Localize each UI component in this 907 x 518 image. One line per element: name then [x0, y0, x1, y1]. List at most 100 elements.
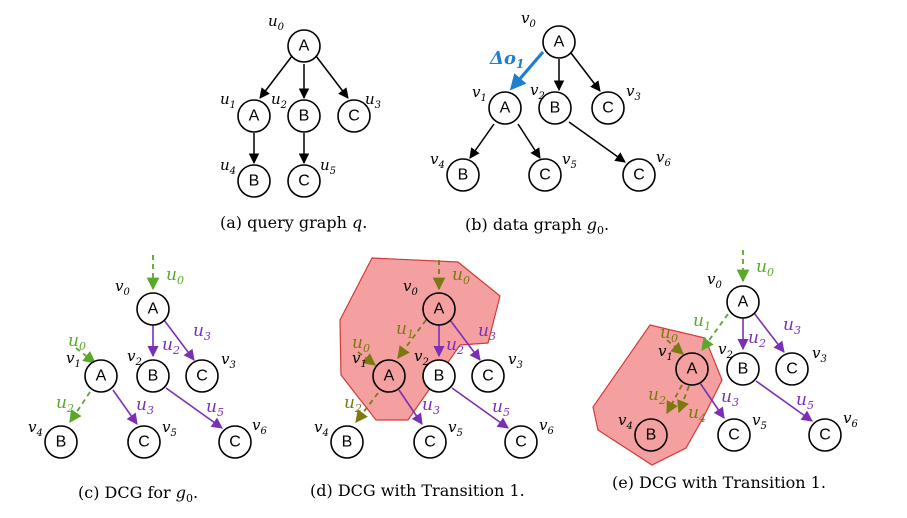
node-u3: C [337, 99, 371, 133]
label-e-v2: v2 [718, 340, 733, 361]
svg-text:B: B [342, 434, 353, 451]
svg-text:B: B [299, 108, 310, 125]
label-d-v5: v5 [448, 418, 463, 439]
label-e-v4: v4 [618, 411, 633, 432]
label-e-v1: v1 [658, 342, 673, 363]
label-d-u1: u1 [396, 319, 414, 341]
label-d-u2: u2 [446, 335, 464, 357]
svg-text:A: A [554, 34, 565, 51]
node-c-v2: B [136, 359, 170, 393]
label-e-u2-olive: u2 [648, 385, 666, 407]
label-c-u0-top: u0 [166, 265, 184, 287]
label-d-v4: v4 [314, 418, 329, 439]
node-d-v6: C [504, 425, 538, 459]
edge-c-u0-v1 [75, 347, 96, 364]
node-e-v2: B [726, 352, 760, 386]
label-d-u3-bot: u3 [422, 395, 440, 417]
delta-o1-label: Δo1 [489, 48, 524, 71]
node-e-v4: B [634, 418, 668, 452]
svg-text:C: C [728, 427, 740, 444]
label-u5: u5 [320, 156, 336, 177]
svg-text:C: C [515, 434, 527, 451]
edge-u0-u3 [315, 55, 349, 99]
svg-text:C: C [633, 167, 645, 184]
node-e-v5: C [717, 418, 751, 452]
svg-text:A: A [96, 368, 107, 385]
label-c-v0: v0 [115, 277, 130, 298]
node-v0: A [542, 25, 576, 59]
label-c-u2-green: u2 [56, 393, 74, 415]
edge-c-v1-v5 [112, 389, 138, 425]
panel-b-data-graph: A A B C B C C Δo1 v0 v1 v2 v3 v4 v5 v6 (… [430, 9, 671, 237]
label-v0: v0 [521, 9, 536, 30]
svg-text:A: A [738, 294, 749, 311]
caption-b: (b) data graph g0. [465, 215, 609, 237]
node-v2: B [538, 91, 572, 125]
label-c-v2: v2 [127, 347, 142, 368]
edge-d-v0-v3 [449, 319, 481, 361]
label-d-u0-top: u0 [452, 265, 470, 287]
edge-d-v2-v6 [451, 387, 509, 429]
node-c-v3: C [185, 359, 219, 393]
edge-c-v0-v3 [163, 319, 195, 361]
edge-d-u0-v1 [357, 351, 377, 366]
edge-c-v1-v4 [69, 391, 91, 424]
node-e-v3: C [775, 352, 809, 386]
node-c-v0: A [136, 292, 170, 326]
edge-e-v2-v6 [755, 380, 813, 422]
label-u3: u3 [365, 90, 381, 111]
region-e [592, 324, 723, 466]
svg-text:B: B [550, 100, 561, 117]
node-c-v6: C [218, 425, 252, 459]
svg-text:C: C [602, 100, 614, 117]
delta-edge-v0-v1 [509, 50, 545, 91]
node-u5: C [287, 164, 321, 198]
label-v1: v1 [472, 83, 487, 104]
label-c-u3-top: u3 [193, 321, 211, 343]
edge-c-v2-v6 [165, 387, 223, 429]
region-d [339, 257, 501, 421]
label-d-v2: v2 [414, 347, 429, 368]
label-e-u1: u1 [693, 311, 711, 333]
svg-text:A: A [299, 38, 310, 55]
svg-text:C: C [539, 167, 551, 184]
node-v6: C [622, 158, 656, 192]
label-e-u3-bot: u3 [721, 387, 739, 409]
edge-v1-v4 [469, 123, 495, 159]
node-v4: B [446, 158, 480, 192]
caption-a: (a) query graph q. [220, 213, 367, 232]
svg-text:A: A [500, 100, 511, 117]
svg-text:C: C [786, 361, 798, 378]
edge-v0-v3 [570, 52, 601, 92]
label-e-u0-left: u0 [660, 323, 678, 345]
label-u2: u2 [271, 90, 287, 111]
svg-text:B: B [458, 167, 469, 184]
svg-text:C: C [298, 173, 310, 190]
edge-e-v0-v1 [701, 313, 729, 352]
node-u0: A [287, 29, 321, 63]
svg-text:C: C [229, 434, 241, 451]
edge-v1-v5 [517, 123, 541, 159]
label-d-v6: v6 [539, 416, 554, 437]
node-d-v5: C [413, 425, 447, 459]
label-e-u3-top: u3 [783, 315, 801, 337]
label-c-u3-bot: u3 [136, 395, 154, 417]
node-d-v1: A [372, 359, 406, 393]
svg-text:B: B [646, 427, 657, 444]
svg-text:C: C [424, 434, 436, 451]
caption-c: (c) DCG for g0. [78, 483, 198, 505]
svg-text:C: C [138, 434, 150, 451]
label-v4: v4 [430, 150, 445, 171]
label-v6: v6 [656, 148, 671, 169]
label-c-u0-left: u0 [68, 331, 86, 353]
label-c-v5: v5 [162, 418, 177, 439]
node-d-v2: B [422, 359, 456, 393]
svg-text:B: B [148, 368, 159, 385]
label-c-v1: v1 [66, 349, 81, 370]
label-e-v3: v3 [812, 344, 827, 365]
node-v3: C [591, 91, 625, 125]
label-c-v6: v6 [252, 416, 267, 437]
node-d-v0: A [422, 292, 456, 326]
svg-text:C: C [196, 368, 208, 385]
edge-e-v1-v4b [677, 385, 690, 414]
